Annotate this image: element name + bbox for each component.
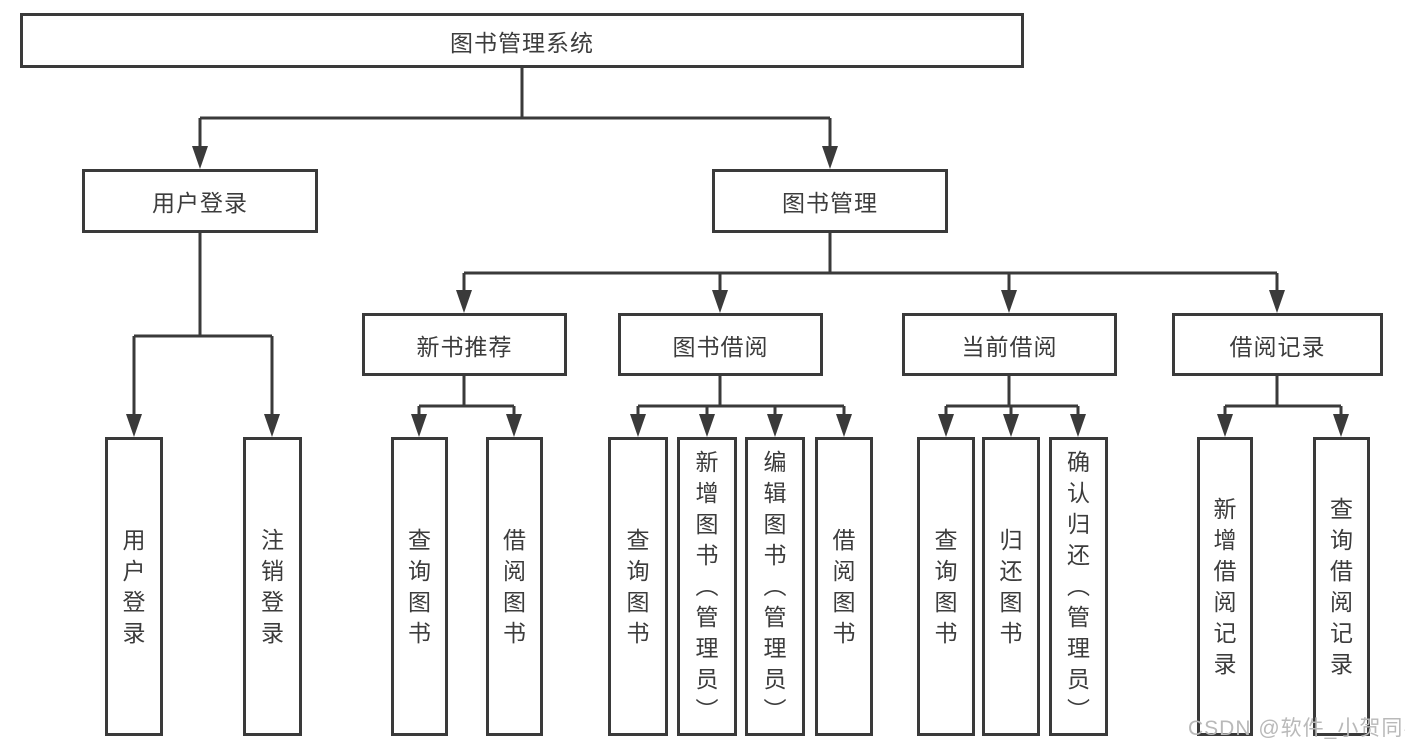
- node-root-label: 图书管理系统: [450, 29, 594, 56]
- node-new-book-recommend: 新书推荐: [362, 313, 567, 376]
- leaf-label: 用户登录: [122, 526, 146, 646]
- connector-borrow-record: [1223, 376, 1343, 418]
- node-book-management: 图书管理: [712, 169, 948, 233]
- leaf-add-borrow-record: 新增借阅记录: [1197, 437, 1253, 736]
- arrowhead: [822, 146, 838, 169]
- arrowhead: [630, 414, 646, 437]
- leaf-label: 查询图书: [626, 526, 650, 646]
- leaf-borrow-book: 借阅图书: [815, 437, 873, 736]
- arrowhead: [1217, 414, 1233, 437]
- leaf-label: 借阅图书: [832, 526, 856, 646]
- node-current-borrow: 当前借阅: [902, 313, 1117, 376]
- leaf-query-book-recommend: 查询图书: [391, 437, 448, 736]
- arrowhead: [712, 290, 728, 313]
- leaf-add-book-admin: 新增图书︵管理员︶: [677, 437, 737, 736]
- watermark: CSDN @软件_小贺同学: [1188, 717, 1405, 740]
- leaf-label: 借阅图书: [503, 526, 526, 646]
- leaf-label: 编辑图书︵管理员︶: [763, 449, 787, 723]
- arrowhead: [192, 146, 208, 169]
- node-book-borrow: 图书借阅: [618, 313, 823, 376]
- node-label: 新书推荐: [416, 333, 513, 360]
- node-label: 图书管理: [782, 190, 878, 216]
- connector-current-borrow: [944, 376, 1080, 418]
- node-root-system: 图书管理系统: [20, 13, 1024, 68]
- arrowhead: [1001, 290, 1017, 313]
- arrowhead: [699, 414, 715, 437]
- leaf-label: 新增借阅记录: [1213, 495, 1237, 677]
- leaf-label: 归还图书: [999, 526, 1023, 646]
- leaf-borrow-book-recommend: 借阅图书: [486, 437, 543, 736]
- leaf-return-book: 归还图书: [982, 437, 1040, 736]
- leaf-label: 确认归还︵管理员︶: [1067, 449, 1090, 723]
- connector-book-management: [462, 233, 1279, 294]
- node-borrow-record: 借阅记录: [1172, 313, 1383, 376]
- leaf-query-borrow-record: 查询借阅记录: [1313, 437, 1370, 736]
- leaf-edit-book-admin: 编辑图书︵管理员︶: [745, 437, 805, 736]
- leaf-label: 查询借阅记录: [1330, 495, 1353, 677]
- connector-new-book: [417, 376, 516, 418]
- arrowhead: [506, 414, 522, 437]
- arrowhead: [1269, 290, 1285, 313]
- leaf-query-book-current: 查询图书: [917, 437, 975, 736]
- leaf-user-login: 用户登录: [105, 437, 163, 736]
- arrowhead: [938, 414, 954, 437]
- node-label: 当前借阅: [961, 333, 1058, 360]
- leaf-label: 查询图书: [408, 526, 431, 646]
- arrowhead: [1003, 414, 1019, 437]
- leaf-query-book-borrow: 查询图书: [608, 437, 668, 736]
- leaf-label: 注销登录: [261, 526, 284, 646]
- arrowhead: [767, 414, 783, 437]
- arrowhead: [1070, 414, 1086, 437]
- connector-book-borrow: [636, 376, 846, 418]
- arrowhead: [411, 414, 427, 437]
- leaf-logout: 注销登录: [243, 437, 302, 736]
- leaf-label: 新增图书︵管理员︶: [695, 449, 719, 723]
- arrowhead: [264, 414, 280, 437]
- node-label: 借阅记录: [1229, 333, 1326, 360]
- connector-user-login: [132, 233, 274, 418]
- node-label: 图书借阅: [672, 333, 769, 360]
- leaf-label: 查询图书: [934, 526, 958, 646]
- arrowhead: [1333, 414, 1349, 437]
- arrowhead: [836, 414, 852, 437]
- leaf-confirm-return-admin: 确认归还︵管理员︶: [1049, 437, 1108, 736]
- arrowhead: [126, 414, 142, 437]
- connector-root: [198, 68, 832, 150]
- node-label: 用户登录: [152, 190, 248, 216]
- node-user-login: 用户登录: [82, 169, 318, 233]
- arrowhead: [456, 290, 472, 313]
